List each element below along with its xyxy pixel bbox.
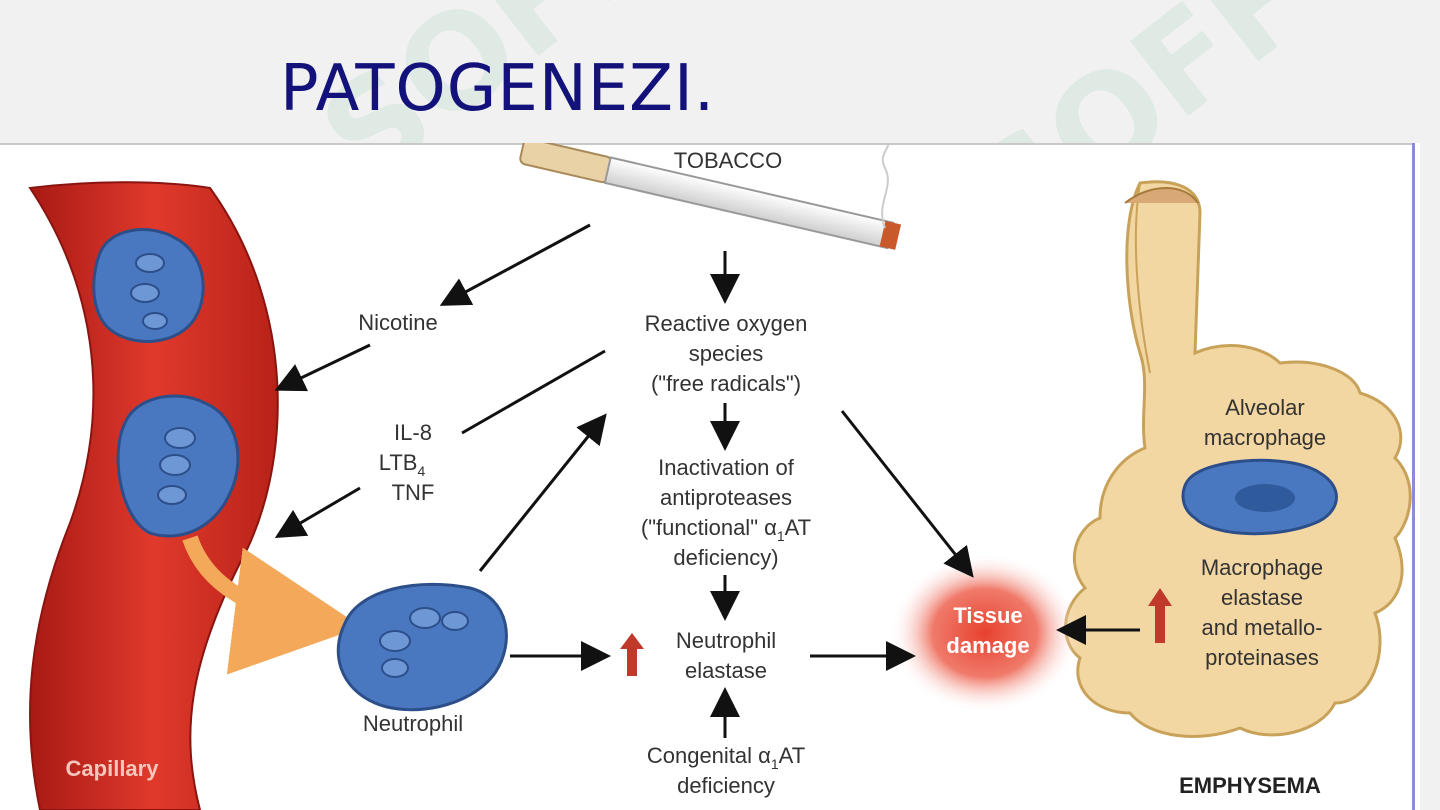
arrow-nicotine-capillary (274, 343, 371, 392)
figure-border-right (1412, 143, 1415, 810)
svg-text:TNF: TNF (392, 480, 435, 505)
cigarette (519, 143, 902, 250)
svg-text:Inactivation of: Inactivation of (658, 455, 795, 480)
svg-text:proteinases: proteinases (1205, 645, 1319, 670)
svg-text:Congenital α1AT: Congenital α1AT (647, 743, 805, 772)
tissue-damage-blob (890, 553, 1080, 713)
svg-text:deficiency): deficiency) (673, 545, 778, 570)
svg-text:Reactive oxygen: Reactive oxygen (645, 311, 808, 336)
svg-text:IL-8: IL-8 (394, 420, 432, 445)
capillary-cell-top (92, 228, 205, 343)
capillary-cell-middle (116, 394, 240, 538)
svg-text:Macrophage: Macrophage (1201, 555, 1323, 580)
svg-text:macrophage: macrophage (1204, 425, 1326, 450)
arrow-ros-damage (840, 410, 974, 578)
arrows (274, 223, 1140, 738)
ros-label: Reactive oxygen species ("free radicals"… (645, 311, 808, 396)
arrow-neutrophil-ros (478, 413, 607, 572)
arrow-mediators-capillary (274, 486, 361, 539)
increase-arrow-neutrophil (620, 633, 644, 676)
slide-title: PATOGENEZI. (280, 52, 716, 126)
capillary-label: Capillary (66, 756, 160, 781)
arrow-tobacco-nicotine (439, 223, 591, 306)
congenital-label: Congenital α1AT deficiency (647, 743, 805, 798)
neutrophil-elastase-label: Neutrophil elastase (676, 628, 776, 683)
svg-text:("functional" α1AT: ("functional" α1AT (641, 515, 811, 544)
mediators-label: IL-8 LTB4 TNF (379, 420, 435, 505)
arrow-ros-mediators (461, 349, 606, 435)
tobacco-label: TOBACCO (674, 148, 782, 173)
svg-text:Neutrophil: Neutrophil (676, 628, 776, 653)
svg-text:deficiency: deficiency (677, 773, 775, 798)
neutrophil-label: Neutrophil (363, 711, 463, 736)
migration-arrow (182, 535, 362, 675)
svg-text:Tissue: Tissue (953, 603, 1022, 628)
figure-border-top (0, 143, 1415, 145)
svg-text:Alveolar: Alveolar (1225, 395, 1304, 420)
neutrophil-cell (336, 582, 508, 712)
inactivation-label: Inactivation of antiproteases ("function… (641, 455, 811, 570)
emphysema-label: EMPHYSEMA (1179, 773, 1321, 798)
svg-text:elastase: elastase (1221, 585, 1303, 610)
alveolus (1064, 180, 1412, 738)
svg-text:LTB4: LTB4 (379, 450, 426, 479)
svg-text:and metallo-: and metallo- (1201, 615, 1322, 640)
nicotine-label: Nicotine (358, 310, 437, 335)
svg-text:species: species (689, 341, 764, 366)
tissue-damage-label: Tissue damage (946, 603, 1029, 658)
alveolar-macrophage-cell (1181, 458, 1338, 536)
svg-text:damage: damage (946, 633, 1029, 658)
alveolar-macrophage-label: Alveolar macrophage (1204, 395, 1326, 450)
increase-arrow-macrophage (1148, 588, 1172, 643)
pathogenesis-diagram: TOBACCO Nicotine Reactive oxygen species… (28, 143, 1412, 810)
smoke (881, 143, 890, 229)
svg-text:antiproteases: antiproteases (660, 485, 792, 510)
svg-text:("free radicals"): ("free radicals") (651, 371, 801, 396)
macrophage-elastase-label: Macrophage elastase and metallo- protein… (1201, 555, 1323, 670)
svg-text:elastase: elastase (685, 658, 767, 683)
